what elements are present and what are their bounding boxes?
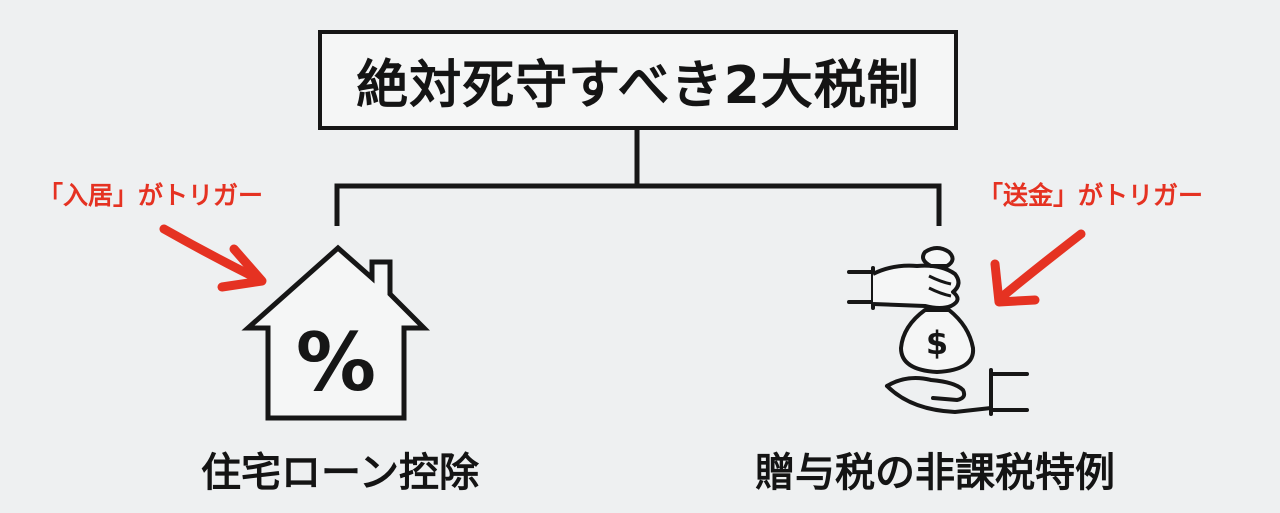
house-percent-icon: % [241,244,430,421]
house-percent-symbol: % [296,316,376,409]
right-trigger-label: 「送金」がトリガー [978,181,1204,210]
right-arrow-icon [990,229,1086,307]
diagram-title: 絶対死守すべき2大税制 [356,55,920,116]
left-arrow-icon [159,224,267,292]
left-label: 住宅ローン控除 [201,450,479,496]
money-bag-transfer-icon: $ [847,246,1029,416]
left-trigger-label: 「入居」がトリガー [38,181,264,210]
money-bag-dollar-symbol: $ [926,324,948,362]
title-box: 絶対死守すべき2大税制 [318,30,958,130]
right-label: 贈与税の非課税特例 [755,450,1115,496]
branch-line [334,183,942,226]
